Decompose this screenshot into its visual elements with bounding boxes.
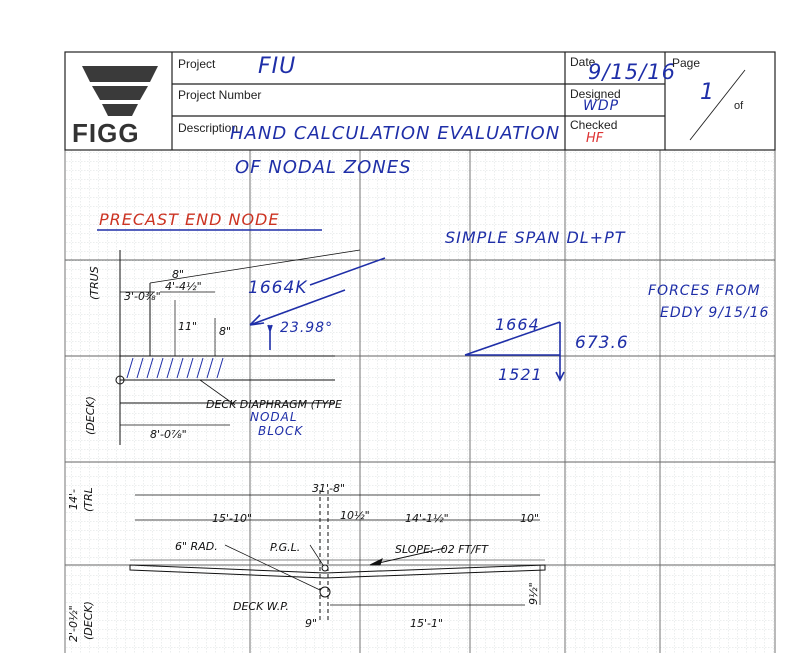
heading-end-node: PRECAST END NODE <box>99 210 280 229</box>
dim-b: 4'-4½" <box>165 280 202 293</box>
angle-value: 23.98° <box>280 320 334 336</box>
left-deck-label: (DECK) <box>84 396 97 435</box>
pgl-label: P.G.L. <box>270 541 301 554</box>
deck-section-drawing <box>129 490 546 620</box>
forces-from-line1: FORCES FROM <box>648 283 761 299</box>
triangle-base: 1521 <box>498 365 543 384</box>
forces-from-line2: EDDY 9/15/16 <box>660 305 770 321</box>
right-width: 14'-1½" <box>405 512 449 525</box>
left-width: 15'-10" <box>212 512 253 525</box>
bottom-right-dim: 15'-1" <box>410 617 444 630</box>
left-dim-1: 14'- <box>67 489 80 510</box>
triangle-vertical: 673.6 <box>575 333 629 353</box>
right-end: 10" <box>520 512 540 525</box>
designed-value: WDP <box>583 98 620 114</box>
dim-d: 11" <box>178 320 198 333</box>
checked-value: HF <box>586 131 604 146</box>
force-top: 1664K <box>248 278 308 298</box>
dim-e: 8" <box>219 325 232 338</box>
triangle-hypotenuse: 1664 <box>495 315 540 334</box>
date-label: Date <box>570 55 596 69</box>
left-dim-2: 2'-0½" <box>67 605 80 642</box>
project-value: FIU <box>258 54 297 79</box>
left-trl-label: (TRL <box>82 487 95 512</box>
project-number-label: Project Number <box>178 88 262 102</box>
page-label: Page <box>672 56 701 70</box>
date-value: 9/15/16 <box>588 60 676 84</box>
deck-wp-label: DECK W.P. <box>233 600 289 613</box>
center-gap: 10½" <box>340 509 370 522</box>
end-node-drawing <box>115 249 361 445</box>
figg-logo-icon <box>82 66 158 116</box>
dim-f: 8'-0⅞" <box>150 428 187 441</box>
overall-width: 31'-8" <box>312 482 346 495</box>
simple-span-note: SIMPLE SPAN DL+PT <box>445 228 626 247</box>
hand-annotations <box>97 229 565 382</box>
bottom-left-dim: 9" <box>305 617 318 630</box>
dim-c: 8" <box>172 268 185 281</box>
title-block <box>64 51 776 151</box>
description-line2: OF NODAL ZONES <box>235 157 412 178</box>
dim-a: 3'-0⅜" <box>124 290 161 303</box>
description-line1: HAND CALCULATION EVALUATION <box>230 123 561 144</box>
page-value: 1 <box>700 80 715 105</box>
left-trus-label: (TRUS <box>88 266 101 300</box>
description-label: Description <box>178 121 239 135</box>
deck-diaphragm-label: DECK DIAPHRAGM (TYPE <box>206 398 342 411</box>
company-name: FIGG <box>72 118 140 148</box>
left-deck-bottom: (DECK) <box>82 601 95 640</box>
checked-label: Checked <box>570 118 618 132</box>
nodal-block-line1: NODAL <box>250 410 298 424</box>
designed-label: Designed <box>570 87 621 101</box>
nodal-block-line2: BLOCK <box>258 424 304 438</box>
slope-label: SLOPE: .02 FT/FT <box>395 543 489 556</box>
project-label: Project <box>178 57 216 71</box>
radius-label: 6" RAD. <box>175 540 218 553</box>
depth-dim: 9½" <box>527 582 540 605</box>
of-label: of <box>734 100 744 112</box>
